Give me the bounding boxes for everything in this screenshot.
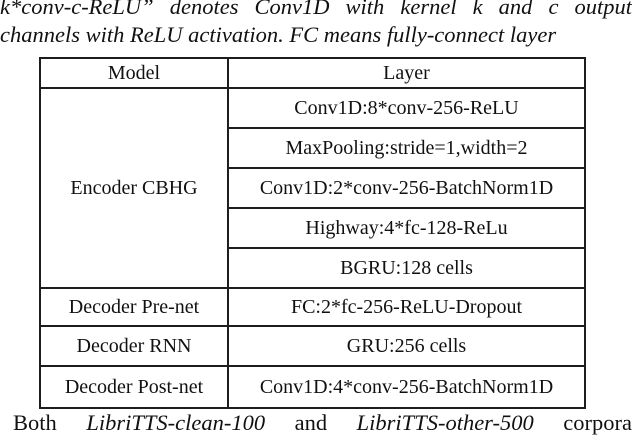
layer-cell: Highway:4*fc-128-ReLu [227, 207, 586, 249]
caption-line-2: channels with ReLU activation. FC means … [0, 22, 557, 47]
model-layer-table: Model Layer Encoder CBHG Conv1D:8*conv-2… [39, 57, 586, 409]
model-cell-decoder-postnet: Decoder Post-net [39, 365, 229, 409]
layer-cell: Conv1D:8*conv-256-ReLU [227, 87, 586, 129]
caption-line-1: k*conv-c-ReLU” denotes Conv1D with kerne… [0, 0, 632, 19]
table-row: Encoder CBHG Conv1D:8*conv-256-ReLU [39, 87, 586, 289]
table-row: Decoder RNN GRU:256 cells [39, 325, 586, 367]
table-caption: k*conv-c-ReLU” denotes Conv1D with kerne… [0, 0, 632, 49]
corpus-name-libritts-other-500: LibriTTS-other-500 [356, 410, 534, 435]
table-row: MaxPooling:stride=1,width=2 [40, 127, 586, 169]
body-text-segment: and [265, 410, 357, 435]
body-text-segment: corpora [533, 410, 632, 435]
table-header-row: Model Layer [39, 57, 586, 89]
body-text-segment: Both [13, 410, 87, 435]
model-cell-decoder-rnn: Decoder RNN [39, 325, 229, 367]
layer-cell: Conv1D:2*conv-256-BatchNorm1D [227, 167, 586, 209]
table-row: Conv1D:2*conv-256-BatchNorm1D [40, 167, 586, 209]
table-row: Decoder Post-net Conv1D:4*conv-256-Batch… [39, 365, 586, 409]
column-header-model: Model [39, 57, 229, 89]
column-header-layer: Layer [227, 57, 586, 89]
layer-cell: Conv1D:4*conv-256-BatchNorm1D [227, 365, 586, 409]
table-row: Decoder Pre-net FC:2*fc-256-ReLU-Dropout [39, 287, 586, 327]
layer-cell: BGRU:128 cells [227, 247, 586, 289]
layer-cell: GRU:256 cells [227, 325, 586, 367]
body-paragraph: Both LibriTTS-clean-100 and LibriTTS-oth… [0, 408, 632, 437]
layer-cell: MaxPooling:stride=1,width=2 [227, 127, 586, 169]
corpus-name-libritts-clean-100: LibriTTS-clean-100 [86, 410, 266, 435]
model-cell-encoder-cbhg: Encoder CBHG [39, 87, 229, 289]
model-cell-decoder-prenet: Decoder Pre-net [39, 287, 229, 327]
table-row: BGRU:128 cells [40, 247, 586, 289]
table-row: Highway:4*fc-128-ReLu [40, 207, 586, 249]
layer-cell: FC:2*fc-256-ReLU-Dropout [227, 287, 586, 327]
